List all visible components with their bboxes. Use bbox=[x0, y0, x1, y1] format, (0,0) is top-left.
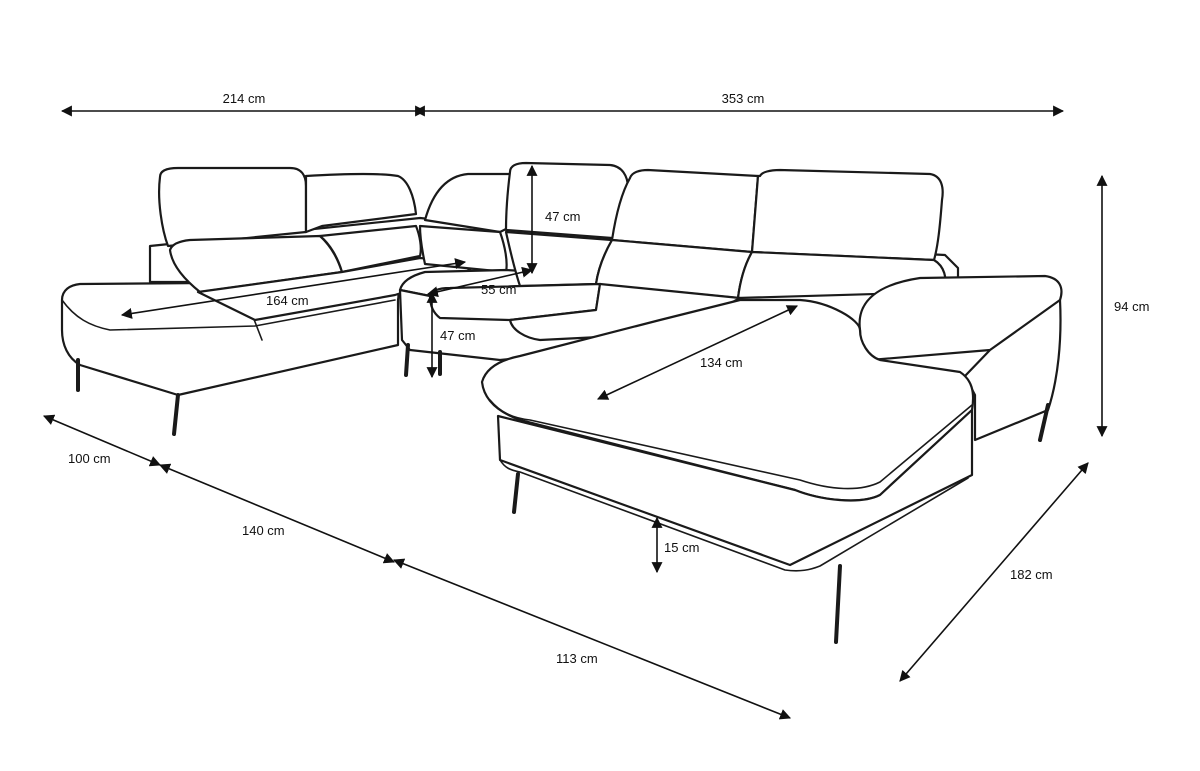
left-chaise-cushion bbox=[61, 299, 396, 331]
label-left-chaise-length: 164 cm bbox=[266, 293, 309, 308]
right-arm-side bbox=[963, 298, 1062, 442]
left-headrest-1 bbox=[158, 166, 308, 248]
middle-headrest-2 bbox=[504, 161, 630, 240]
right-chaise-cushion-edge bbox=[489, 399, 973, 490]
dim-line-164 bbox=[120, 258, 467, 319]
right-headrest-2 bbox=[750, 168, 944, 262]
label-middle-section-depth: 140 cm bbox=[242, 523, 285, 538]
leg-7 bbox=[1038, 403, 1050, 442]
label-left-width: 214 cm bbox=[223, 91, 266, 106]
label-total-height: 94 cm bbox=[1114, 299, 1149, 314]
dim-line-134 bbox=[597, 305, 798, 400]
dimension-labels: 214 cm 353 cm 94 cm 47 cm 55 cm 47 cm 16… bbox=[68, 91, 1149, 666]
label-seat-depth: 55 cm bbox=[481, 282, 516, 297]
label-right-chaise-length: 134 cm bbox=[700, 355, 743, 370]
label-seat-height: 47 cm bbox=[440, 328, 475, 343]
dim-line-140 bbox=[158, 463, 396, 564]
label-headrest-height: 47 cm bbox=[545, 209, 580, 224]
label-right-section-front: 113 cm bbox=[556, 651, 598, 666]
left-headrest-2 bbox=[304, 173, 418, 234]
sofa-drawing bbox=[60, 161, 1063, 644]
label-right-section-depth: 182 cm bbox=[1010, 567, 1053, 582]
label-left-section-depth: 100 cm bbox=[68, 451, 111, 466]
dimension-lines bbox=[42, 105, 1108, 720]
right-headrest-1 bbox=[610, 168, 760, 254]
leg-5 bbox=[512, 472, 520, 514]
leg-3 bbox=[404, 343, 410, 377]
label-leg-height: 15 cm bbox=[664, 540, 699, 555]
leg-2 bbox=[172, 393, 180, 436]
label-right-width: 353 cm bbox=[722, 91, 765, 106]
middle-back-cushion bbox=[418, 224, 508, 274]
dim-line-100 bbox=[42, 414, 162, 467]
leg-6 bbox=[834, 564, 842, 644]
dim-line-113 bbox=[392, 558, 792, 720]
dim-line-182 bbox=[899, 462, 1089, 682]
